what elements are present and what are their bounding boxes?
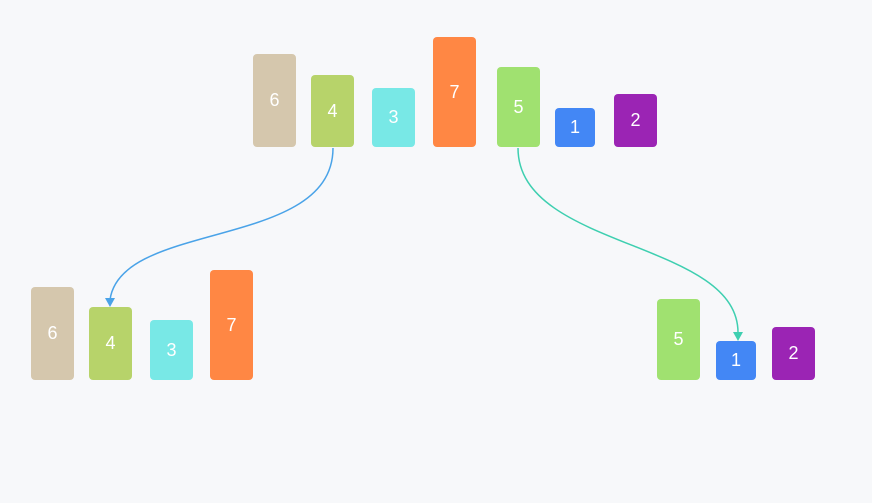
top-group-bar-4: 4 — [311, 75, 354, 147]
left-group-bar-4: 4 — [89, 307, 132, 380]
arrow-to-right-group — [517, 147, 739, 335]
arrowhead-right — [733, 332, 743, 341]
top-group-bar-5: 5 — [497, 67, 540, 147]
left-group-bar-3: 3 — [150, 320, 193, 380]
right-group-bar-1: 1 — [716, 341, 756, 380]
arrowhead-left — [105, 298, 115, 307]
right-group-bar-5: 5 — [657, 299, 700, 380]
right-group-bar-2: 2 — [772, 327, 815, 380]
top-group-bar-1: 1 — [555, 108, 595, 147]
top-group-bar-3: 3 — [372, 88, 415, 147]
left-group-bar-6: 6 — [31, 287, 74, 380]
left-group-bar-7: 7 — [210, 270, 253, 380]
top-group-bar-2: 2 — [614, 94, 657, 147]
top-group-bar-6: 6 — [253, 54, 296, 147]
top-group-bar-7: 7 — [433, 37, 476, 147]
